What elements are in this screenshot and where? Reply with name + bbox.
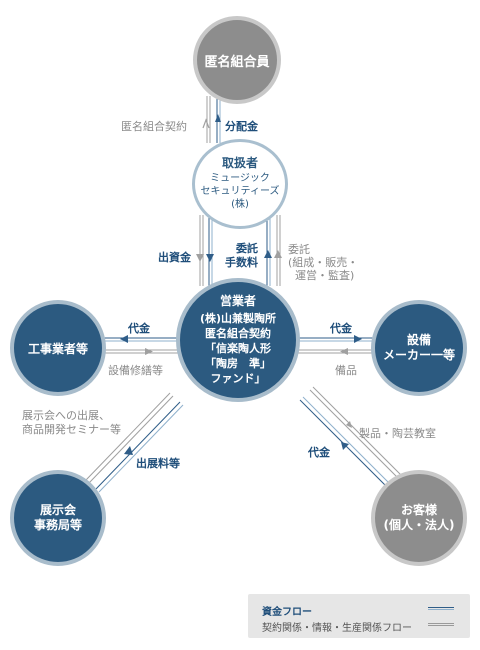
equipment-maker-node: 設備 メーカー一等 xyxy=(371,300,467,396)
investors-label: 匿名組合員 xyxy=(204,54,270,70)
handler-operator-lines xyxy=(196,215,282,286)
exhibit-label-1: 展示会への出展、 xyxy=(22,409,110,422)
operator-exhibition-lines xyxy=(85,392,184,493)
handler-line3: (株) xyxy=(231,199,249,210)
equipment-label: 備品 xyxy=(335,364,357,377)
consignment-label-1: 委託 xyxy=(288,243,310,256)
customers-line2: (個人・法人) xyxy=(383,518,455,532)
contractor-operator-lines xyxy=(104,335,190,355)
handler-node: 取扱者 ミュージック セキュリティーズ (株) xyxy=(192,139,288,229)
operator-line3: 「信楽陶人形 xyxy=(205,342,271,355)
legend: 資金フロー 契約関係・情報・生産関係フロー xyxy=(248,594,470,638)
operator-line2: 匿名組合契約 xyxy=(205,327,271,340)
equipment-repair-label: 設備修繕等 xyxy=(108,364,163,377)
operator-line4: 「陶房 準」 xyxy=(205,357,271,370)
exhibition-node: 展示会 事務局等 xyxy=(10,470,106,566)
commission-fee-label-2: 手数料 xyxy=(225,256,258,269)
exhibition-line2: 事務局等 xyxy=(33,518,82,532)
consignment-label-3: 運営・監査) xyxy=(295,269,355,282)
payment-bottom-label: 代金 xyxy=(308,446,330,459)
equipment-maker-line2: メーカー一等 xyxy=(382,348,455,362)
operator-equipment-lines xyxy=(290,335,374,355)
operator-title: 営業者 xyxy=(219,294,256,308)
customers-line1: お客様 xyxy=(400,503,437,517)
legend-funds-label: 資金フロー xyxy=(262,607,312,618)
operator-line5: ファンド」 xyxy=(210,372,266,385)
exhibit-label-2: 商品開発セミナー等 xyxy=(22,423,121,436)
legend-contract-swatch xyxy=(428,623,454,626)
handler-line2: セキュリティーズ xyxy=(200,186,280,197)
customers-node: お客様 (個人・法人) xyxy=(371,470,467,566)
contractors-label: 工事業者等 xyxy=(27,341,88,356)
payment-right-label: 代金 xyxy=(330,322,352,335)
anonymous-contract-label: 匿名組合契約 xyxy=(121,120,187,133)
contractors-node: 工事業者等 xyxy=(10,300,106,396)
products-label: 製品・陶芸教室 xyxy=(359,427,436,440)
exhibit-fee-label: 出展料等 xyxy=(136,457,180,470)
handler-title: 取扱者 xyxy=(221,156,258,170)
legend-contract-label: 契約関係・情報・生産関係フロー xyxy=(262,623,412,634)
investors-node: 匿名組合員 xyxy=(193,16,281,104)
investment-label: 出資金 xyxy=(158,251,191,264)
operator-node: 営業者 (株)山兼製陶所 匿名組合契約 「信楽陶人形 「陶房 準」 ファンド」 xyxy=(176,278,300,402)
consignment-label-2: (組成・販売・ xyxy=(288,256,359,269)
commission-fee-label-1: 委託 xyxy=(236,242,258,255)
equipment-maker-line1: 設備 xyxy=(406,333,431,347)
exhibition-line1: 展示会 xyxy=(39,503,76,517)
payment-left-label: 代金 xyxy=(128,322,150,335)
handler-line1: ミュージック xyxy=(210,173,270,184)
legend-funds-swatch xyxy=(428,607,454,610)
operator-line1: (株)山兼製陶所 xyxy=(199,312,277,325)
operator-customer-lines xyxy=(299,386,402,489)
investor-handler-lines xyxy=(202,96,221,143)
dividend-label: 分配金 xyxy=(225,120,258,133)
